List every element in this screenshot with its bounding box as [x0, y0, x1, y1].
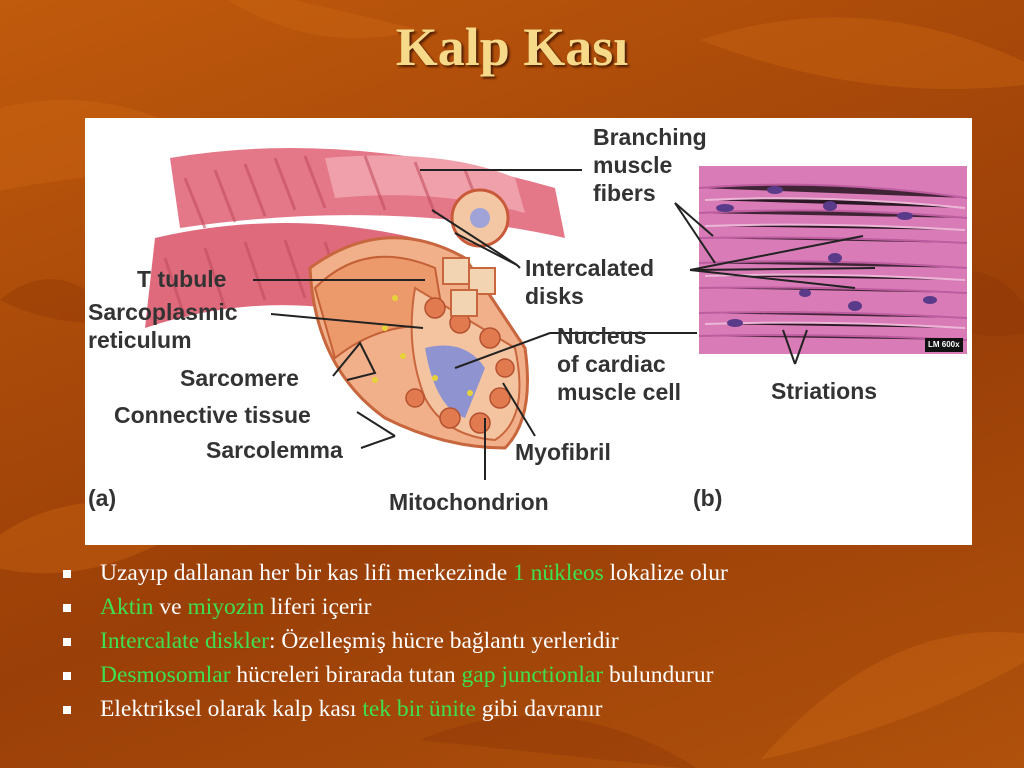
bullet-item: Desmosomlar hücreleri birarada tutan gap… — [60, 658, 1000, 692]
bullet-square-icon — [63, 672, 71, 680]
label-t-tubule: T tubule — [137, 266, 227, 292]
label-panel-a: (a) — [88, 485, 117, 511]
bullet-item: Uzayıp dallanan her bir kas lifi merkezi… — [60, 556, 1000, 590]
micrograph — [698, 166, 968, 354]
bullet-square-icon — [63, 638, 71, 646]
micrograph-magnification: LM 600x — [928, 340, 960, 349]
bullet-square-icon — [63, 604, 71, 612]
label-mitochondrion: Mitochondrion — [389, 489, 549, 515]
label-sarcomere: Sarcomere — [180, 365, 299, 391]
label-sarcoplasmic-reticulum: Sarcoplasmic reticulum — [88, 299, 238, 353]
label-connective-tissue: Connective tissue — [114, 402, 311, 428]
label-branching-fibers: Branching muscle fibers — [593, 124, 707, 206]
label-nucleus: Nucleus of cardiac muscle cell — [557, 323, 682, 405]
bullet-square-icon — [63, 570, 71, 578]
label-myofibril: Myofibril — [515, 439, 611, 465]
slide-title: Kalp Kası — [395, 17, 629, 77]
label-intercalated-disks: Intercalated disks — [525, 255, 655, 309]
label-sarcolemma: Sarcolemma — [206, 437, 343, 463]
figure-drawing — [145, 148, 968, 480]
leader-lines — [253, 169, 876, 480]
bullet-square-icon — [63, 706, 71, 714]
bullet-list: Uzayıp dallanan her bir kas lifi merkezi… — [60, 556, 1000, 726]
cardiac-muscle-figure: Branching muscle fibers Intercalated dis… — [85, 118, 972, 545]
label-striations: Striations — [771, 378, 878, 404]
bullet-item: Aktin ve miyozin liferi içerir — [60, 590, 1000, 624]
bullet-item: Intercalate diskler: Özelleşmiş hücre ba… — [60, 624, 1000, 658]
label-panel-b: (b) — [693, 485, 723, 511]
bullet-item: Elektriksel olarak kalp kası tek bir üni… — [60, 692, 1000, 726]
